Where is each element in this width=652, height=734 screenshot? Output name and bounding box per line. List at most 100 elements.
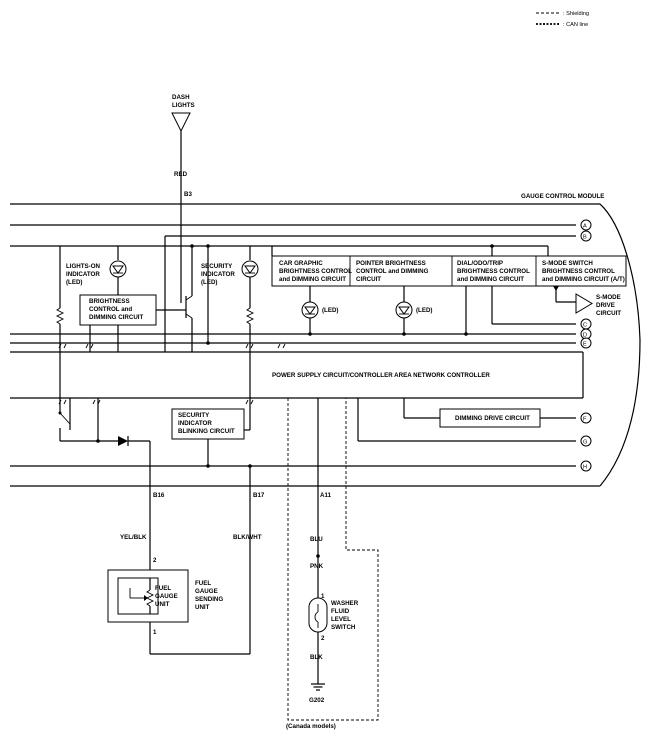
svg-text:FUEL: FUEL: [195, 580, 211, 587]
lights-on-label-3: (LED): [66, 279, 83, 286]
dial-odo-outputs: [464, 286, 576, 336]
svg-text:FUEL: FUEL: [155, 585, 171, 592]
dial-odo-label-1: DIAL/ODO/TRIP: [457, 260, 503, 267]
lights-on-label-1: LIGHTS-ON: [66, 263, 101, 270]
pnk-wire-label: PNK: [310, 563, 324, 570]
svg-text:UNIT: UNIT: [195, 604, 210, 611]
output-wires: B16 YEL/BLK 2 B17 BLK/WHT A11 BLU PNK: [120, 398, 332, 654]
svg-text:(LED): (LED): [201, 279, 218, 286]
shielding-legend-label: : Shielding: [563, 11, 589, 17]
pointer-led: (LED): [395, 286, 433, 336]
connector-b: [580, 230, 592, 242]
module-buses: POWER SUPPLY CIRCUIT/CONTROLLER AREA NET…: [10, 224, 584, 467]
car-graphic-label-2: BRIGHTNESS CONTROL: [279, 268, 352, 275]
car-graphic-label-1: CAR GRAPHIC: [279, 260, 323, 267]
svg-text:D: D: [583, 333, 587, 339]
dial-odo-label-2: BRIGHTNESS CONTROL: [457, 268, 530, 275]
car-graphic-led-label: (LED): [322, 307, 339, 314]
pin-b17: B17: [253, 492, 265, 499]
smode-drive-triangle: [575, 293, 593, 314]
dimming-drive-circuit: DIMMING DRIVE CIRCUIT: [357, 398, 576, 442]
blk-wire-label: BLK: [310, 654, 323, 661]
pointer-label-1: POINTER BRIGHTNESS: [356, 260, 426, 267]
dial-odo-label-3: and DIMMING CIRCUIT: [457, 276, 524, 283]
svg-text:C: C: [583, 323, 587, 329]
pin-b16: B16: [153, 492, 165, 499]
diode-icon: [118, 436, 128, 446]
red-wire-label: RED: [174, 171, 188, 178]
svg-text:S-MODE: S-MODE: [596, 294, 621, 301]
pointer-label-3: CIRCUIT: [356, 276, 381, 283]
dash-lights-label-2: LIGHTS: [172, 102, 195, 109]
svg-text:1: 1: [153, 629, 157, 636]
svg-text:SENDING: SENDING: [195, 596, 223, 603]
pointer-led-label: (LED): [416, 307, 433, 314]
svg-text:SWITCH: SWITCH: [331, 624, 356, 631]
svg-text:DRIVE: DRIVE: [596, 302, 615, 309]
lights-switch-and-diode: [58, 398, 151, 486]
connector-a: [580, 219, 592, 231]
connector-h: [580, 460, 592, 472]
lights-on-indicator: LIGHTS-ON INDICATOR (LED): [55, 246, 127, 413]
can-line-legend-label: : CAN line: [563, 22, 588, 28]
svg-text:E: E: [583, 342, 587, 348]
connector-f: [580, 412, 592, 424]
brightness-control-circuit: BRIGHTNESS CONTROL and DIMMING CIRCUIT: [79, 294, 180, 352]
blk-wht-label: BLK/WHT: [233, 534, 262, 541]
dimming-drive-label: DIMMING DRIVE CIRCUIT: [455, 415, 530, 422]
break-markers: [58, 343, 286, 405]
washer-fluid-level-switch: 1 WASHER FLUID LEVEL SWITCH 2 BLK G202 (…: [286, 593, 359, 730]
svg-text:INDICATOR: INDICATOR: [178, 420, 212, 427]
pointer-label-2: CONTROL and DIMMING: [356, 268, 429, 275]
svg-text:F: F: [583, 417, 587, 423]
smode-switch-label-3: and DIMMING CIRCUIT (A/T): [542, 276, 625, 283]
ground-g202: G202: [309, 697, 325, 704]
module-title: GAUGE CONTROL MODULE: [521, 193, 604, 200]
car-graphic-led: (LED): [301, 286, 339, 336]
connector-e: [580, 337, 592, 349]
svg-text:2: 2: [321, 635, 325, 642]
svg-text:1: 1: [321, 593, 325, 600]
blu-wire-label: BLU: [310, 536, 323, 543]
svg-text:INDICATOR: INDICATOR: [201, 271, 235, 278]
svg-text:GAUGE: GAUGE: [195, 588, 218, 595]
svg-text:SECURITY: SECURITY: [178, 412, 210, 419]
pin-a11: A11: [320, 492, 332, 499]
smode-switch-label-1: S-MODE SWITCH: [542, 260, 593, 267]
fuel-gauge-sending-unit: FUEL GAUGE UNIT FUEL GAUGE SENDING UNIT …: [107, 569, 250, 655]
lights-on-label-2: INDICATOR: [66, 271, 100, 278]
shielding-boundary: [287, 398, 379, 721]
connector-g: [580, 435, 592, 447]
svg-text:GAUGE: GAUGE: [155, 593, 178, 600]
svg-text:BLINKING CIRCUIT: BLINKING CIRCUIT: [178, 428, 235, 435]
pin-b3: B3: [184, 191, 192, 198]
dash-lights-label-1: DASH: [172, 94, 190, 101]
security-indicator: SECURITY INDICATOR (LED): [201, 246, 259, 431]
legend: : Shielding : CAN line: [536, 11, 589, 28]
svg-text:CONTROL and: CONTROL and: [89, 306, 132, 313]
dimming-circuits-row: CAR GRAPHIC BRIGHTNESS CONTROL and DIMMI…: [271, 244, 627, 287]
canada-models-note: (Canada models): [286, 723, 336, 730]
security-blinking-circuit: SECURITY INDICATOR BLINKING CIRCUIT: [171, 408, 245, 468]
svg-text:B: B: [583, 235, 587, 241]
svg-text:DIMMING CIRCUIT: DIMMING CIRCUIT: [89, 314, 144, 321]
gauge-control-module: GAUGE CONTROL MODULE: [10, 193, 641, 487]
svg-text:H: H: [583, 465, 587, 471]
svg-text:FLUID: FLUID: [331, 608, 350, 615]
svg-text:WASHER: WASHER: [331, 600, 359, 607]
connector-circles: A B C D E F G H: [580, 219, 592, 472]
car-graphic-label-3: and DIMMING CIRCUIT: [279, 276, 346, 283]
svg-text:G: G: [583, 440, 587, 446]
yel-blk-label: YEL/BLK: [120, 534, 147, 541]
smode-switch-label-2: BRIGHTNESS CONTROL: [542, 268, 615, 275]
smode-drive-circuit: S-MODE DRIVE CIRCUIT: [553, 286, 621, 317]
svg-text:SECURITY: SECURITY: [201, 263, 233, 270]
svg-text:UNIT: UNIT: [155, 601, 170, 608]
svg-text:CIRCUIT: CIRCUIT: [596, 310, 621, 317]
svg-text:BRIGHTNESS: BRIGHTNESS: [89, 298, 130, 305]
dash-lights-source: DASH LIGHTS RED B3: [171, 94, 195, 204]
svg-text:A: A: [583, 224, 587, 230]
svg-text:LEVEL: LEVEL: [331, 616, 351, 623]
dash-lights-triangle: [171, 112, 191, 133]
